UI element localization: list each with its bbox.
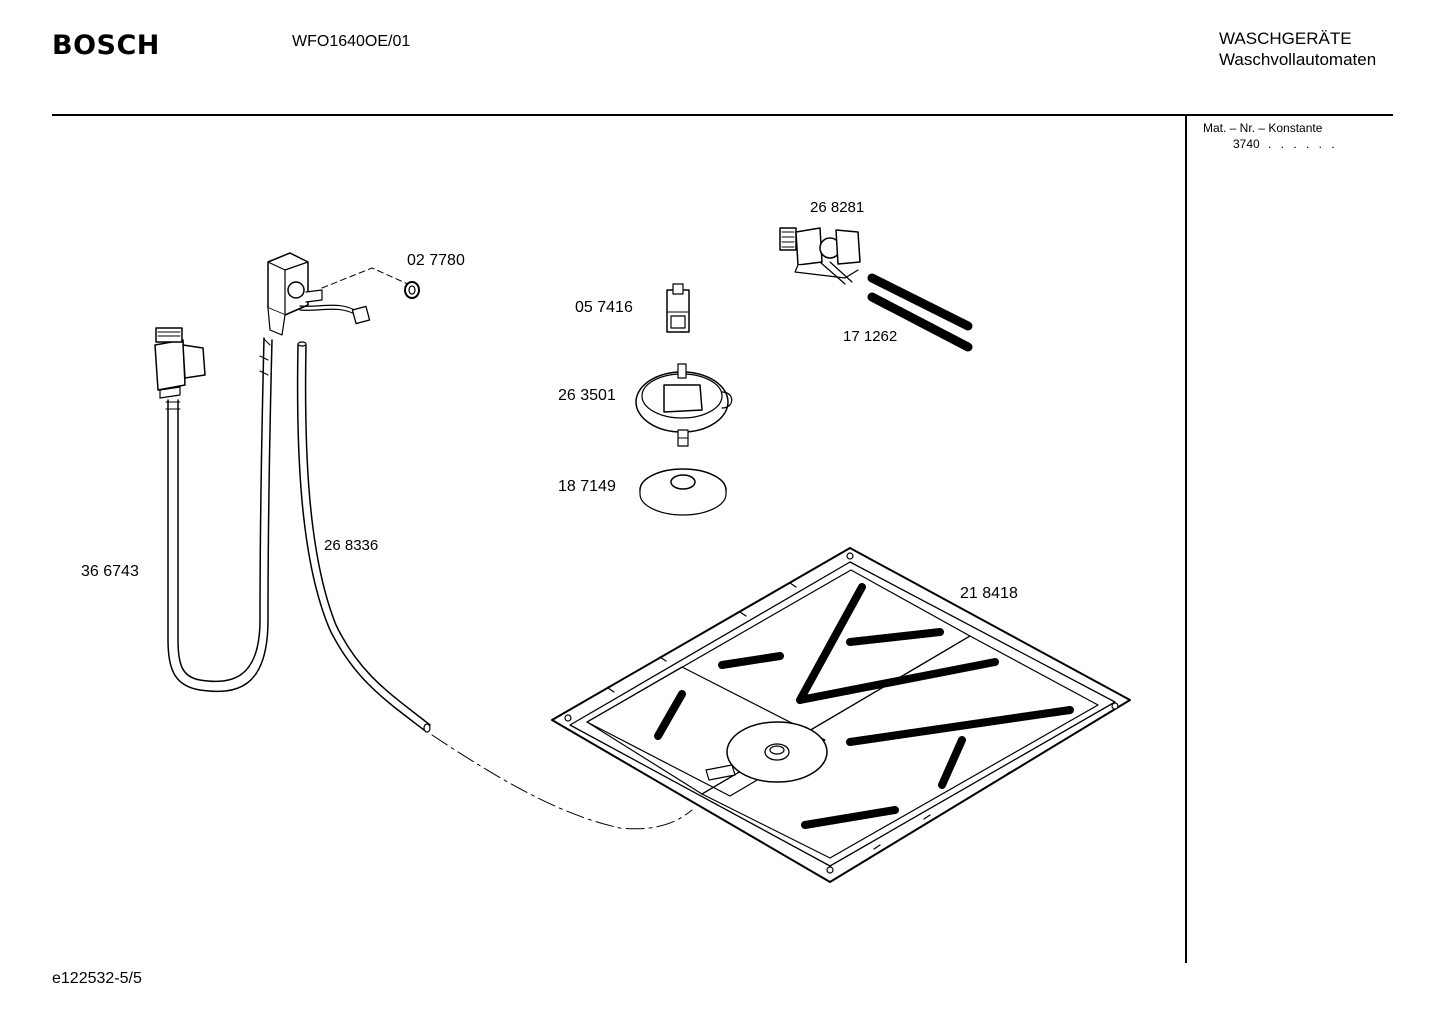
- seal-ring-part[interactable]: [404, 281, 420, 299]
- model-number: WFO1640OE/01: [292, 33, 411, 50]
- document-id: e122532-5/5: [52, 970, 142, 987]
- drain-tube-part[interactable]: [296, 341, 431, 733]
- brand-logo: BOSCH: [52, 30, 160, 61]
- rubber-foot-part[interactable]: [639, 468, 727, 516]
- part-label-027780: 02 7780: [407, 252, 465, 269]
- category-title: WASCHGERÄTE: [1219, 29, 1352, 48]
- solenoid-valve-part[interactable]: [779, 227, 861, 285]
- part-label-366743: 36 6743: [81, 563, 139, 580]
- mat-nr-label: Mat. – Nr. – Konstante: [1203, 121, 1323, 135]
- exploded-parts-diagram: [154, 227, 1131, 883]
- clip-part[interactable]: [666, 283, 690, 333]
- part-label-268281: 26 8281: [810, 199, 865, 216]
- part-label-263501: 26 3501: [558, 387, 616, 404]
- category-subtitle: Waschvollautomaten: [1219, 50, 1377, 69]
- inlet-hose-part[interactable]: [154, 327, 273, 693]
- header-divider: [52, 114, 1393, 116]
- hose-pieces-part[interactable]: [867, 273, 973, 352]
- mat-nr-dots: . . . . . .: [1268, 137, 1338, 151]
- part-label-057416: 05 7416: [575, 299, 633, 316]
- aquastop-valve-part[interactable]: [267, 252, 371, 336]
- base-plate-part[interactable]: [551, 547, 1131, 883]
- part-label-218418: 21 8418: [960, 585, 1018, 602]
- part-label-268336: 26 8336: [324, 537, 379, 554]
- part-label-187149: 18 7149: [558, 478, 616, 495]
- spring-clamp-part[interactable]: [635, 363, 733, 447]
- mat-nr-value: 3740: [1233, 137, 1260, 151]
- part-label-171262: 17 1262: [843, 328, 898, 345]
- sidebar-divider: [1185, 116, 1187, 963]
